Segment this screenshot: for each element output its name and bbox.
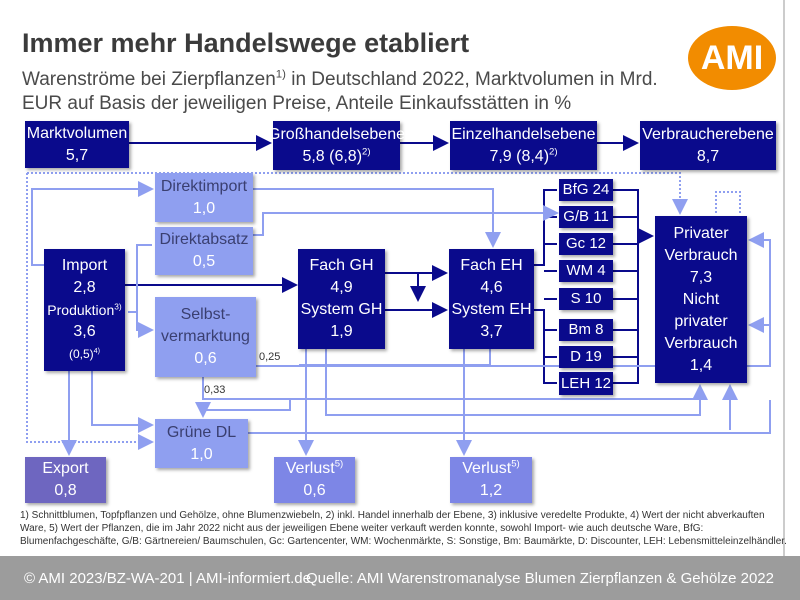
label: privater	[674, 312, 728, 330]
value: 1,2	[479, 482, 503, 499]
label: Grüne DL	[166, 423, 237, 441]
label: Marktvolumen	[26, 124, 128, 142]
shop-box: BfG 24	[559, 179, 613, 201]
shop-box: Bm 8	[559, 319, 613, 341]
sup: 2)	[362, 146, 371, 158]
note: (0,5)	[68, 347, 94, 361]
shop-box: LEH 12	[559, 372, 613, 395]
value: 7,9 (8,4)	[489, 147, 550, 165]
shop-box: G/B 11	[559, 206, 613, 228]
label: Direktabsatz	[159, 231, 249, 248]
shop-box: WM 4	[559, 260, 613, 282]
label: Fach EH	[460, 257, 523, 274]
label: Verbrauch	[664, 246, 738, 264]
subtitle-sup: 1)	[275, 68, 286, 81]
value: 0,6	[303, 482, 326, 499]
node-direktabsatz: Direktabsatz 0,5	[155, 227, 253, 275]
value: 7,3	[689, 268, 713, 286]
label: Privater	[673, 224, 729, 242]
value: 5,7	[65, 146, 89, 164]
label: Verlust	[462, 460, 512, 477]
shop-box: S 10	[559, 288, 613, 310]
flow-lines	[26, 135, 771, 456]
value: 5,8 (6,8)	[302, 147, 363, 165]
label-2: System GH	[300, 301, 383, 318]
label-2: Produktion	[47, 302, 115, 318]
footnote: 1) Schnittblumen, Topfpflanzen und Gehöl…	[20, 510, 787, 547]
note-sup: 4)	[93, 346, 101, 355]
label: Verbrauch	[664, 334, 738, 352]
value: 4,9	[330, 279, 353, 296]
node-direktimport: Direktimport 1,0	[155, 173, 253, 222]
node-selbstvermarktung: Selbst-vermarktung 0,6	[155, 297, 256, 377]
value: 1,0	[192, 199, 216, 217]
sup: 2)	[549, 146, 558, 158]
subtitle: Warenströme bei Zierpflanzen1) in Deutsc…	[22, 68, 682, 116]
flow-label: 0,25	[259, 351, 281, 363]
value: 4,6	[480, 279, 503, 296]
sup: 5)	[334, 458, 344, 470]
label: Großhandelsebene	[268, 125, 405, 143]
shop-box: D 19	[559, 346, 613, 368]
footer-source: Quelle: AMI Warenstromanalyse Blumen Zie…	[305, 570, 774, 587]
value-2: 3,7	[480, 323, 503, 340]
node-export: Export 0,8	[25, 457, 106, 503]
node-gruene-dl: Grüne DL 1,0	[155, 419, 248, 468]
label: Verlust	[285, 460, 335, 477]
sup: 5)	[511, 458, 520, 470]
label: Fach GH	[309, 257, 374, 274]
label: Verbraucherebene	[642, 125, 774, 143]
shop-box: Gc 12	[559, 233, 613, 255]
footer-copyright: © AMI 2023/BZ-WA-201 | AMI-informiert.de	[24, 570, 311, 587]
value-2: 1,9	[330, 323, 353, 340]
value: 1,0	[190, 445, 213, 463]
subtitle-text-2: in Deutschland 2022, Marktvolumen in Mrd…	[22, 69, 658, 114]
label-2: vermarktung	[161, 328, 250, 345]
value: 0,5	[192, 253, 216, 270]
value: 0,6	[194, 350, 217, 367]
label: Import	[61, 257, 108, 274]
footer: © AMI 2023/BZ-WA-201 | AMI-informiert.de…	[0, 556, 800, 600]
sup: 3)	[114, 301, 122, 312]
label: Nicht	[682, 290, 720, 308]
node-verlust-eh: Verlust5) 1,2	[450, 457, 532, 503]
label: Direktimport	[160, 177, 248, 195]
flow-label: 0,33	[204, 384, 226, 396]
level-verbraucher: Verbraucherebene 8,7	[640, 121, 776, 170]
level-einzelhandel: Einzelhandelsebene 7,9 (8,4)2)	[450, 121, 597, 170]
label: Export	[42, 460, 89, 477]
level-marktvolumen: Marktvolumen 5,7	[25, 121, 129, 168]
ami-logo: AMI	[688, 26, 776, 90]
level-grosshandel: Großhandelsebene 5,8 (6,8)2)	[268, 121, 405, 170]
label-2: System EH	[451, 301, 532, 318]
label: Selbst-	[180, 306, 231, 323]
value: 8,7	[696, 147, 720, 165]
value: 2,8	[73, 279, 96, 296]
value: 1,4	[689, 356, 713, 374]
page-title: Immer mehr Handelswege etabliert	[22, 28, 470, 58]
node-verlust-gh: Verlust5) 0,6	[274, 457, 355, 503]
label: Einzelhandelsebene	[451, 125, 596, 143]
subtitle-text: Warenströme bei Zierpflanzen	[22, 69, 276, 90]
value-2: 3,6	[73, 323, 96, 340]
value: 0,8	[54, 482, 77, 499]
